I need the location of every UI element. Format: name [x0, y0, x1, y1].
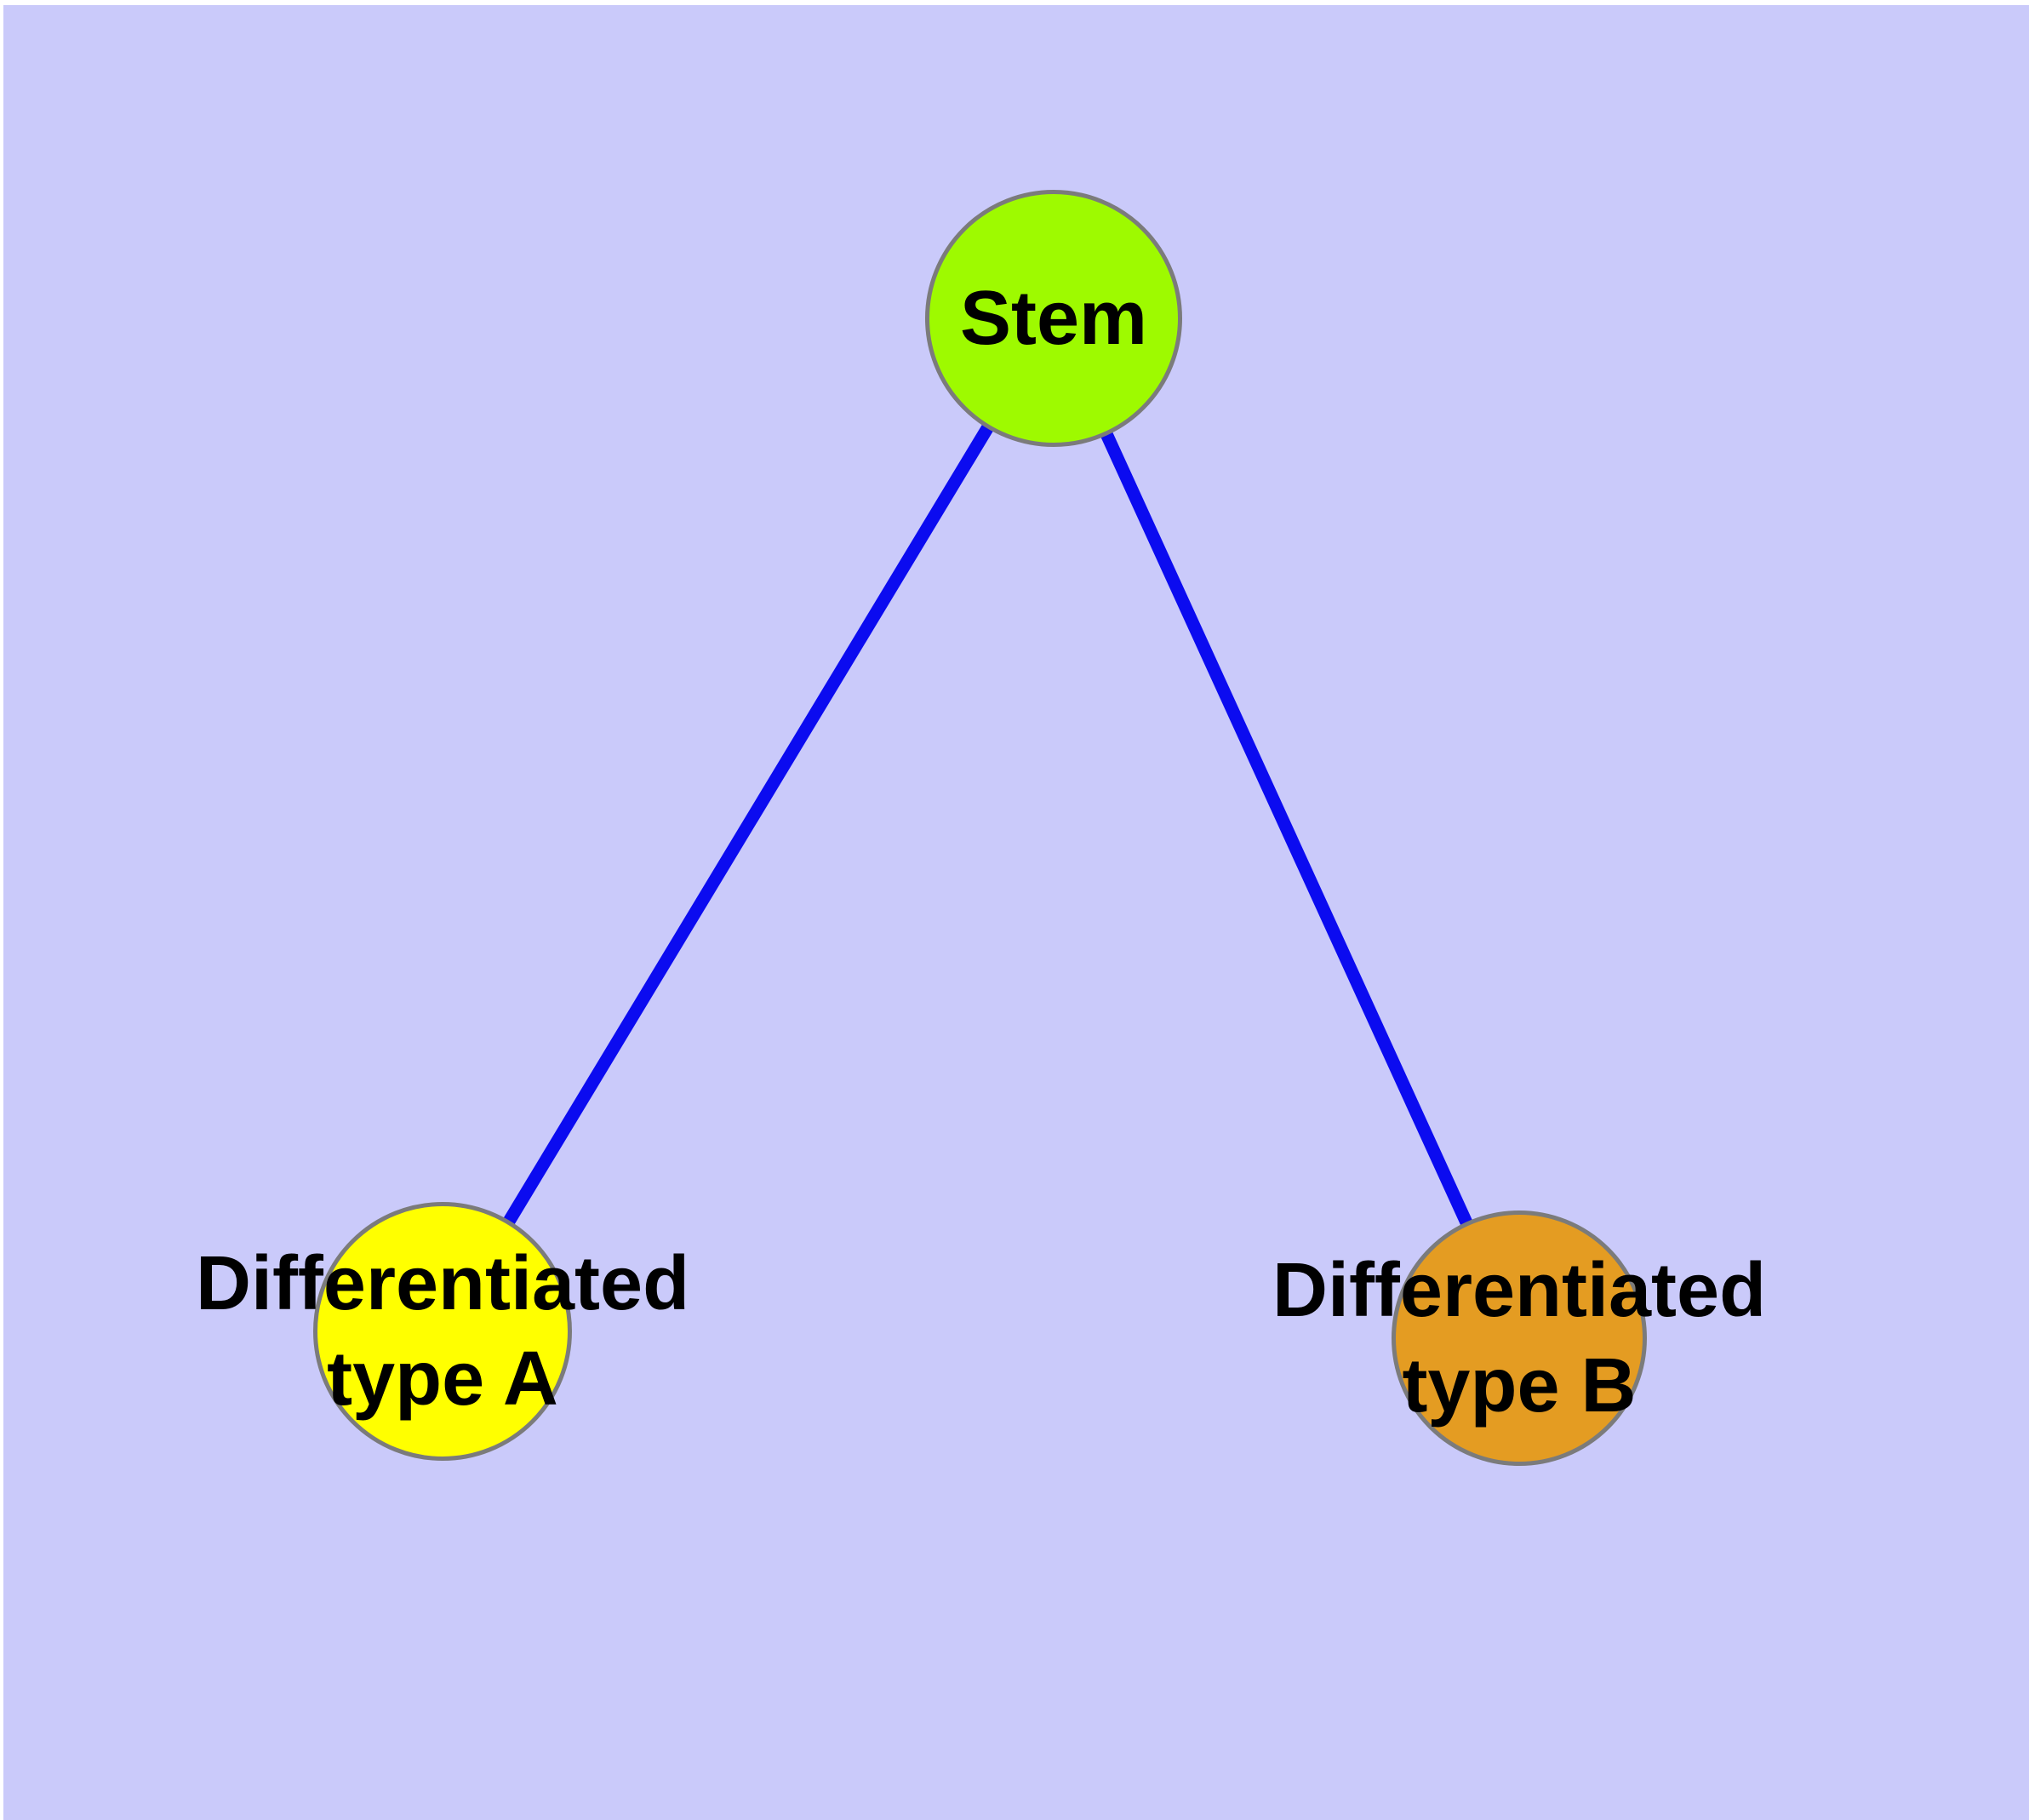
node-label-line: Stem [959, 276, 1148, 361]
node-label-line: type B [1402, 1343, 1637, 1428]
node-label-line: Differentiated [1272, 1248, 1767, 1333]
node-differentiated-type-b [1392, 1210, 1647, 1466]
node-label-line: Differentiated [195, 1241, 690, 1326]
node-label-line: type A [327, 1336, 558, 1422]
node-stem [925, 190, 1182, 447]
edge-stem-to-differentiated-type-a [437, 315, 1060, 1335]
node-differentiated-type-a [313, 1202, 572, 1461]
node-label-stem: Stem [960, 271, 1147, 366]
node-label-differentiated-type-b: Differentiated type B [1272, 1243, 1766, 1434]
node-label-differentiated-type-a: Differentiated type A [196, 1236, 689, 1427]
edge-stem-to-differentiated-type-b [1048, 315, 1525, 1342]
